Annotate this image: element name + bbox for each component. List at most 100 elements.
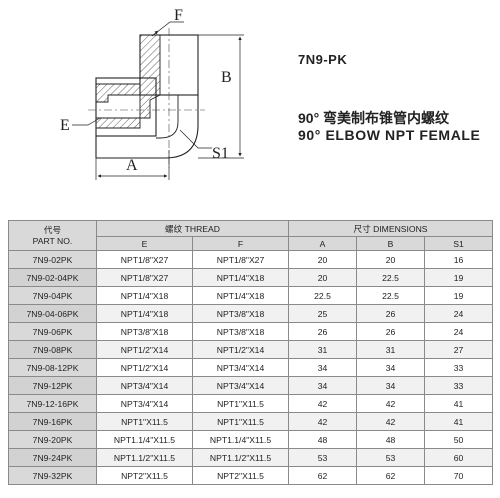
header-part-no: 代号 PART NO.: [8, 220, 97, 251]
dim-s1-cell: 33: [424, 358, 494, 377]
thread-e-cell: NPT3/4"X14: [96, 376, 193, 395]
thread-f-cell: NPT1.1/4"X11.5: [191, 430, 290, 449]
dim-b-cell: 34: [356, 376, 426, 395]
elbow-technical-drawing: F B E A S1: [60, 7, 244, 180]
dim-a-cell: 26: [288, 322, 358, 341]
part-no-cell: 7N9-16PK: [8, 412, 97, 431]
dim-b-cell: 26: [356, 304, 426, 323]
dim-b-cell: 20: [356, 250, 426, 269]
label-s1: S1: [212, 145, 229, 162]
thread-f-cell: NPT1/8"X27: [191, 250, 290, 269]
thread-e-cell: NPT1"X11.5: [96, 412, 193, 431]
dim-s1-cell: 16: [424, 250, 494, 269]
thread-f-cell: NPT1/4"X18: [191, 286, 290, 305]
dim-s1-cell: 24: [424, 322, 494, 341]
header-s1: S1: [424, 236, 494, 251]
label-f: F: [174, 7, 183, 24]
section-hatch: [95, 34, 161, 129]
dim-s1-cell: 70: [424, 466, 494, 485]
part-no-cell: 7N9-02-04PK: [8, 268, 97, 287]
label-b: B: [221, 69, 232, 86]
dim-a-cell: 20: [288, 250, 358, 269]
dim-b-cell: 22.5: [356, 286, 426, 305]
thread-e-cell: NPT1/8"X27: [96, 250, 193, 269]
dim-a-cell: 31: [288, 340, 358, 359]
dim-s1-cell: 33: [424, 376, 494, 395]
thread-e-cell: NPT3/4"X14: [96, 394, 193, 413]
thread-f-cell: NPT3/8"X18: [191, 304, 290, 323]
thread-f-cell: NPT3/4"X14: [191, 358, 290, 377]
thread-f-cell: NPT3/4"X14: [191, 376, 290, 395]
header-dimensions: 尺寸 DIMENSIONS: [288, 220, 494, 237]
title-english: 90° ELBOW NPT FEMALE: [298, 127, 481, 143]
dim-a-cell: 25: [288, 304, 358, 323]
part-no-cell: 7N9-24PK: [8, 448, 97, 467]
part-no-cell: 7N9-32PK: [8, 466, 97, 485]
dim-s1-cell: 41: [424, 394, 494, 413]
header-a: A: [288, 236, 358, 251]
thread-f-cell: NPT1.1/2"X11.5: [191, 448, 290, 467]
dim-b-cell: 22.5: [356, 268, 426, 287]
dim-a-cell: 22.5: [288, 286, 358, 305]
thread-e-cell: NPT1/4"X18: [96, 286, 193, 305]
dim-b-cell: 48: [356, 430, 426, 449]
thread-e-cell: NPT1/2"X14: [96, 358, 193, 377]
dim-s1-cell: 19: [424, 286, 494, 305]
thread-e-cell: NPT1.1/4"X11.5: [96, 430, 193, 449]
dim-b-cell: 34: [356, 358, 426, 377]
dim-s1-cell: 24: [424, 304, 494, 323]
thread-f-cell: NPT1"X11.5: [191, 412, 290, 431]
header-part-no-en: PART NO.: [32, 235, 73, 246]
part-no-cell: 7N9-04-06PK: [8, 304, 97, 323]
part-code: 7N9-PK: [298, 52, 348, 67]
part-no-cell: 7N9-12-16PK: [8, 394, 97, 413]
dim-a-cell: 48: [288, 430, 358, 449]
part-no-cell: 7N9-12PK: [8, 376, 97, 395]
specification-table: 代号 PART NO. 螺纹 THREAD 尺寸 DIMENSIONS E F …: [8, 220, 494, 485]
dim-a-cell: 62: [288, 466, 358, 485]
dim-b-cell: 31: [356, 340, 426, 359]
part-no-cell: 7N9-08PK: [8, 340, 97, 359]
thread-e-cell: NPT2"X11.5: [96, 466, 193, 485]
dim-a-cell: 42: [288, 412, 358, 431]
dim-s1-cell: 19: [424, 268, 494, 287]
dim-s1-cell: 60: [424, 448, 494, 467]
dim-a-cell: 34: [288, 358, 358, 377]
header-b: B: [356, 236, 426, 251]
thread-e-cell: NPT3/8"X18: [96, 322, 193, 341]
thread-f-cell: NPT3/8"X18: [191, 322, 290, 341]
dim-a-cell: 34: [288, 376, 358, 395]
header-e: E: [96, 236, 193, 251]
thread-f-cell: NPT1"X11.5: [191, 394, 290, 413]
dim-b-cell: 26: [356, 322, 426, 341]
thread-e-cell: NPT1/2"X14: [96, 340, 193, 359]
part-no-cell: 7N9-04PK: [8, 286, 97, 305]
header-f: F: [191, 236, 290, 251]
dim-a-cell: 53: [288, 448, 358, 467]
dim-a-cell: 20: [288, 268, 358, 287]
part-no-cell: 7N9-02PK: [8, 250, 97, 269]
header-part-no-cn: 代号: [43, 224, 62, 235]
dim-s1-cell: 50: [424, 430, 494, 449]
thread-e-cell: NPT1.1/2"X11.5: [96, 448, 193, 467]
thread-f-cell: NPT1/4"X18: [191, 268, 290, 287]
label-a: A: [126, 157, 138, 174]
dim-s1-cell: 27: [424, 340, 494, 359]
label-e: E: [60, 117, 70, 134]
dim-b-cell: 42: [356, 412, 426, 431]
thread-f-cell: NPT1/2"X14: [191, 340, 290, 359]
dim-s1-cell: 41: [424, 412, 494, 431]
part-no-cell: 7N9-20PK: [8, 430, 97, 449]
part-no-cell: 7N9-06PK: [8, 322, 97, 341]
